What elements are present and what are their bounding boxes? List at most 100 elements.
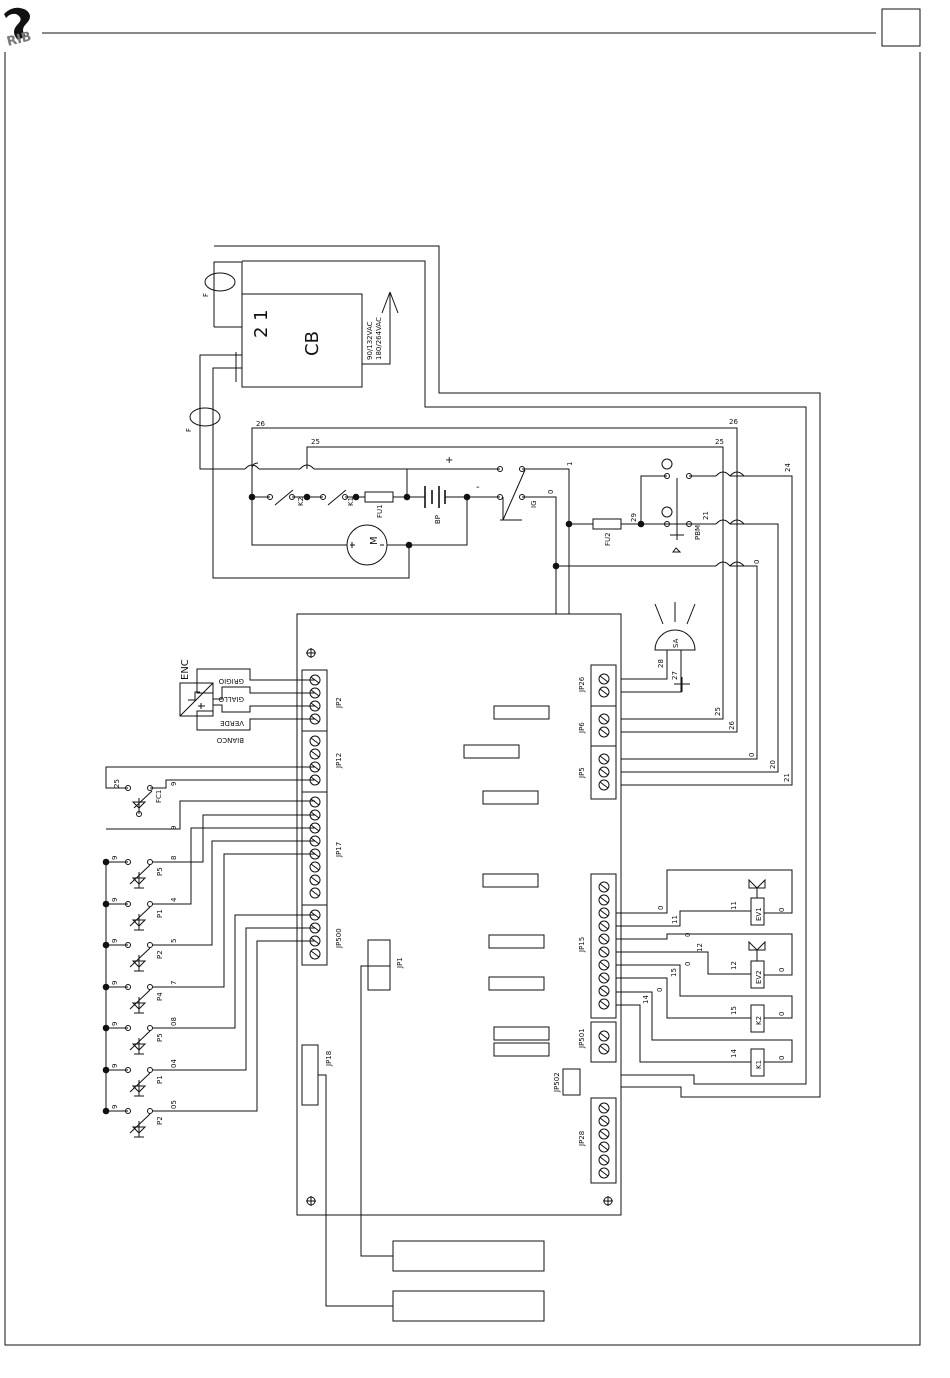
terminal-screw — [598, 1115, 610, 1127]
wire-label: 0 — [778, 968, 786, 972]
wire-label: 14 — [642, 995, 650, 1004]
pushbutton-wire — [152, 814, 315, 863]
wire-label: 15 — [730, 1006, 738, 1015]
wire-label: 12 — [696, 943, 704, 952]
lamp-wires — [616, 650, 690, 693]
wire-label: 14 — [730, 1049, 738, 1058]
ferrite-ring-lower: F — [185, 407, 221, 432]
wire-label: 9 — [111, 1064, 119, 1068]
connector-label: JP502 — [553, 1072, 561, 1093]
cb-terminal — [235, 347, 243, 384]
terminal-screw — [598, 1141, 610, 1153]
ferrite-label: F — [202, 293, 210, 297]
terminal-screw — [598, 779, 610, 791]
pushbutton-label: P5 — [156, 1033, 164, 1042]
wire-label: 0 — [656, 988, 664, 992]
terminal-screw — [598, 946, 610, 958]
wire-label: 9 — [111, 1022, 119, 1026]
ferrite-label: F — [185, 428, 193, 432]
wire-label: 5 — [170, 939, 178, 943]
external-module-2 — [392, 1290, 545, 1322]
battery-bp-icon — [424, 486, 446, 508]
wire-crossover — [244, 464, 315, 470]
ferrite-ring-upper: F — [202, 272, 236, 297]
wire-label: 4 — [170, 897, 178, 902]
pushbutton-wire — [152, 853, 315, 988]
wire-crossover — [729, 471, 745, 567]
control-board — [296, 613, 622, 1216]
push-button: 9 05 P2 — [102, 940, 315, 1138]
connector-label: JP5 — [578, 767, 586, 779]
ev2-wiring — [616, 933, 793, 976]
wire-label: 7 — [170, 981, 178, 985]
sa-label: SA — [672, 638, 680, 648]
wire-label: 05 — [170, 1100, 178, 1109]
loop-wire-outer — [214, 245, 821, 1098]
motor-m-icon: M — [346, 524, 388, 566]
wire-label: 0 — [778, 1056, 786, 1060]
connector-jp26: JP26 — [578, 664, 617, 707]
connector-jp15: JP15 — [578, 873, 617, 1019]
wire-label: 11 — [730, 901, 738, 910]
enc-wire-label: VERDE — [220, 719, 244, 727]
pushbutton-wire — [152, 927, 315, 1071]
limit-switch-icon — [131, 790, 153, 814]
k1-wiring — [616, 991, 793, 1063]
enc-wire-label: GRIGIO — [218, 677, 244, 685]
wire-label: 9 — [170, 826, 178, 830]
terminal-screw — [309, 874, 321, 886]
wire-label: 21 — [783, 773, 791, 782]
terminal-screw — [598, 673, 610, 685]
terminal-screw — [598, 1128, 610, 1140]
pushbutton-wire — [152, 840, 315, 946]
k1-label: K1 — [347, 497, 355, 506]
wire-label: 25 — [714, 707, 722, 716]
valve-icon — [748, 940, 766, 961]
terminal-screw — [309, 796, 321, 808]
wire-26 — [251, 427, 738, 469]
valve-ev1: EV1 — [748, 878, 766, 926]
encoder-wire-white — [196, 710, 315, 731]
connector-label: JP2 — [335, 697, 343, 709]
loop-wire-inner — [242, 260, 807, 1085]
wire-25-down — [616, 469, 724, 720]
wire-label: 04 — [170, 1059, 178, 1068]
motor-label: M — [369, 536, 380, 545]
wire-label: 0 — [684, 962, 692, 966]
cb-wire-3 — [212, 367, 410, 579]
wire-label: 9 — [111, 981, 119, 985]
valve-ev2: EV2 — [748, 940, 766, 989]
relay-k1-contact — [327, 489, 347, 506]
pushbutton-label: P1 — [156, 1075, 164, 1084]
pbm-label: PBM — [694, 525, 702, 540]
wire-label: 24 — [784, 463, 792, 472]
brand-logo: RIB — [4, 7, 33, 50]
relay-k1-coil: K1 — [750, 1048, 765, 1077]
pushbutton-label: P1 — [156, 909, 164, 918]
terminal-screw — [309, 861, 321, 873]
fu2-wiring — [569, 475, 689, 525]
wire-label: 29 — [630, 513, 638, 522]
wire-label: 9 — [111, 856, 119, 860]
terminal-screw — [598, 907, 610, 919]
pushbutton-label: P2 — [156, 950, 164, 959]
wire-label: 9 — [111, 898, 119, 902]
connector-label: JP1 — [396, 957, 404, 969]
junction-dots — [248, 493, 645, 570]
wire-label: 0 — [547, 490, 555, 494]
ignition-switch-ig — [500, 469, 526, 521]
ig-label: IG — [530, 501, 538, 509]
wire-label: 9 — [111, 939, 119, 943]
valve-label: EV2 — [755, 970, 763, 984]
relay-k2-coil: K2 — [750, 1004, 765, 1033]
wire-25 — [306, 446, 724, 469]
terminal-screw — [309, 748, 321, 760]
connector-jp28: JP28 — [578, 1097, 617, 1184]
terminal-screw — [598, 972, 610, 984]
terminal-screw — [598, 985, 610, 997]
terminal-screw — [598, 1167, 610, 1179]
encoder-wire-green — [213, 704, 315, 713]
terminal-screw — [598, 1030, 610, 1042]
cb-voltage-2: 180/264VAC — [375, 317, 383, 360]
